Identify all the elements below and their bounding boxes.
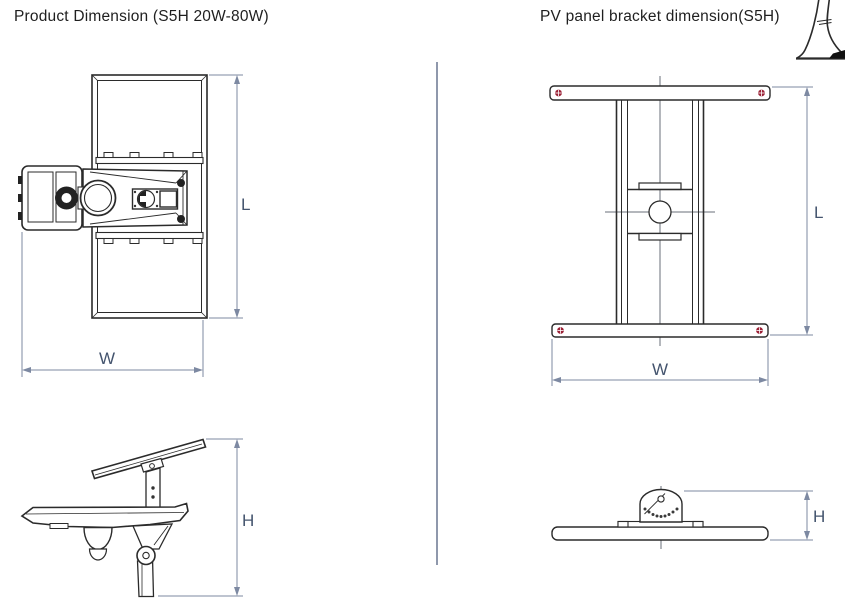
led-head bbox=[18, 165, 83, 231]
hinge-assembly bbox=[617, 488, 704, 528]
dimension-length: L bbox=[770, 86, 823, 336]
pole-base-icon bbox=[796, 0, 845, 60]
width-label: W bbox=[99, 349, 115, 368]
section-divider bbox=[436, 62, 438, 565]
dimension-width: W bbox=[551, 339, 769, 386]
fastener-dot bbox=[177, 179, 185, 187]
pole-clamp bbox=[131, 188, 179, 210]
bracket-rails bbox=[615, 100, 705, 324]
screw-head-icon bbox=[557, 327, 564, 334]
panel-mounting-bars bbox=[95, 152, 204, 244]
screw-head-icon bbox=[758, 89, 765, 97]
bracket-bottom-bar bbox=[551, 323, 769, 338]
dimension-height: H bbox=[684, 490, 825, 541]
light-fixture-top-view bbox=[18, 165, 188, 231]
pivot-bolt bbox=[657, 495, 665, 503]
hinge-knob bbox=[55, 186, 78, 210]
lens-circle bbox=[79, 179, 117, 217]
screw-head-icon bbox=[555, 89, 562, 97]
bracket-top-bar bbox=[549, 85, 771, 101]
height-label: H bbox=[242, 511, 254, 530]
pole-hole bbox=[648, 200, 672, 224]
adjustment-chain bbox=[643, 507, 679, 518]
width-label: W bbox=[652, 360, 668, 379]
bracket-center-plate bbox=[627, 182, 693, 241]
length-label: L bbox=[241, 195, 250, 214]
dimension-width: W bbox=[21, 232, 204, 377]
bracket-dimension-title: PV panel bracket dimension(S5H) bbox=[540, 8, 780, 25]
dimension-height: H bbox=[158, 438, 254, 597]
screw-head-icon bbox=[756, 327, 763, 334]
length-label: L bbox=[814, 203, 823, 222]
dimension-length: L bbox=[209, 74, 250, 319]
tilted-solar-panel bbox=[90, 438, 207, 480]
light-fixture-side-view bbox=[20, 502, 189, 561]
panel-tilt-bracket bbox=[140, 457, 165, 509]
mount-arm bbox=[132, 523, 174, 598]
fastener-dot bbox=[177, 215, 185, 223]
motion-sensor-dome bbox=[83, 526, 113, 561]
product-dimension-title: Product Dimension (S5H 20W-80W) bbox=[14, 8, 269, 25]
height-label: H bbox=[813, 507, 825, 526]
